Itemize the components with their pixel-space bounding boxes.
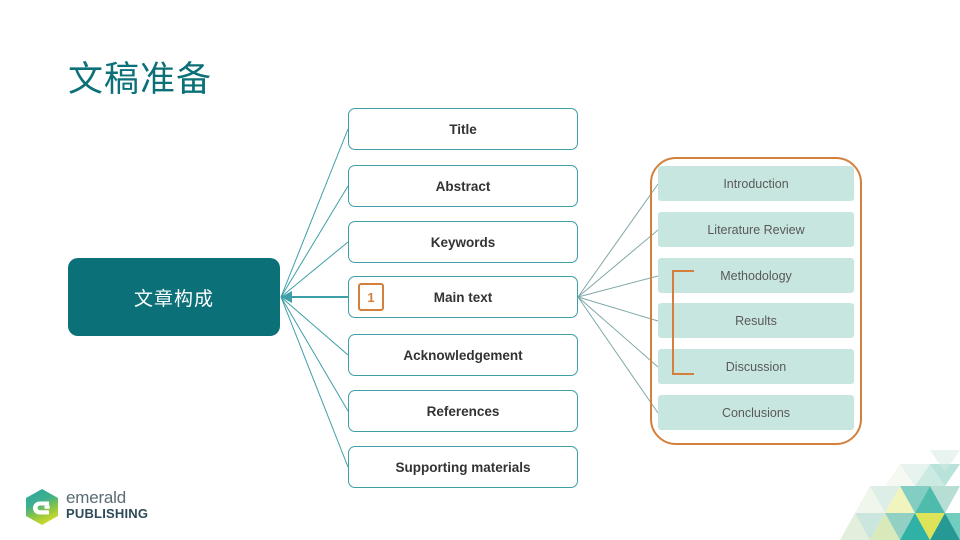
mid-item-label: Keywords [430, 234, 496, 250]
right-group-outline [650, 157, 862, 445]
root-node-label: 文章构成 [133, 288, 214, 310]
root-node-article-structure[interactable]: 文章构成 [68, 258, 280, 336]
mid-item-label: Main text [433, 289, 493, 305]
mid-item-label: Title [449, 121, 477, 137]
right-item-discussion[interactable]: Discussion [658, 349, 854, 384]
triangle-mosaic-decoration [840, 450, 960, 540]
mid-item-label: References [426, 403, 500, 419]
emerald-publishing-logo: emerald PUBLISHING [22, 487, 152, 529]
mid-item-title[interactable]: Title [348, 108, 578, 150]
mid-item-label: Acknowledgement [403, 347, 523, 363]
group-bracket-icon [672, 270, 694, 375]
mid-item-acknowledgement[interactable]: Acknowledgement [348, 334, 578, 376]
mid-item-supporting-materials[interactable]: Supporting materials [348, 446, 578, 488]
right-item-introduction[interactable]: Introduction [658, 166, 854, 201]
mid-item-references[interactable]: References [348, 390, 578, 432]
right-item-label: Results [735, 313, 777, 328]
right-item-results[interactable]: Results [658, 303, 854, 338]
mid-item-main-text[interactable]: 1 Main text [348, 276, 578, 318]
right-item-label: Literature Review [707, 222, 805, 237]
right-item-label: Discussion [725, 359, 787, 374]
mid-item-label: Abstract [435, 178, 491, 194]
right-item-methodology[interactable]: Methodology [658, 258, 854, 293]
logo-word-primary: emerald [66, 488, 127, 507]
logo-word-secondary: PUBLISHING [66, 506, 149, 521]
right-item-label: Methodology [720, 268, 792, 283]
logo-wordmark: emerald PUBLISHING [66, 489, 148, 521]
right-item-literature-review[interactable]: Literature Review [658, 212, 854, 247]
right-item-label: Introduction [723, 176, 789, 191]
mid-item-keywords[interactable]: Keywords [348, 221, 578, 263]
mid-item-label: Supporting materials [395, 459, 531, 475]
emerald-hexagon-icon [26, 489, 58, 525]
step-badge-1: 1 [358, 283, 384, 311]
right-item-conclusions[interactable]: Conclusions [658, 395, 854, 430]
page-title: 文稿准备 [68, 60, 213, 99]
right-item-label: Conclusions [721, 405, 791, 420]
mid-item-abstract[interactable]: Abstract [348, 165, 578, 207]
